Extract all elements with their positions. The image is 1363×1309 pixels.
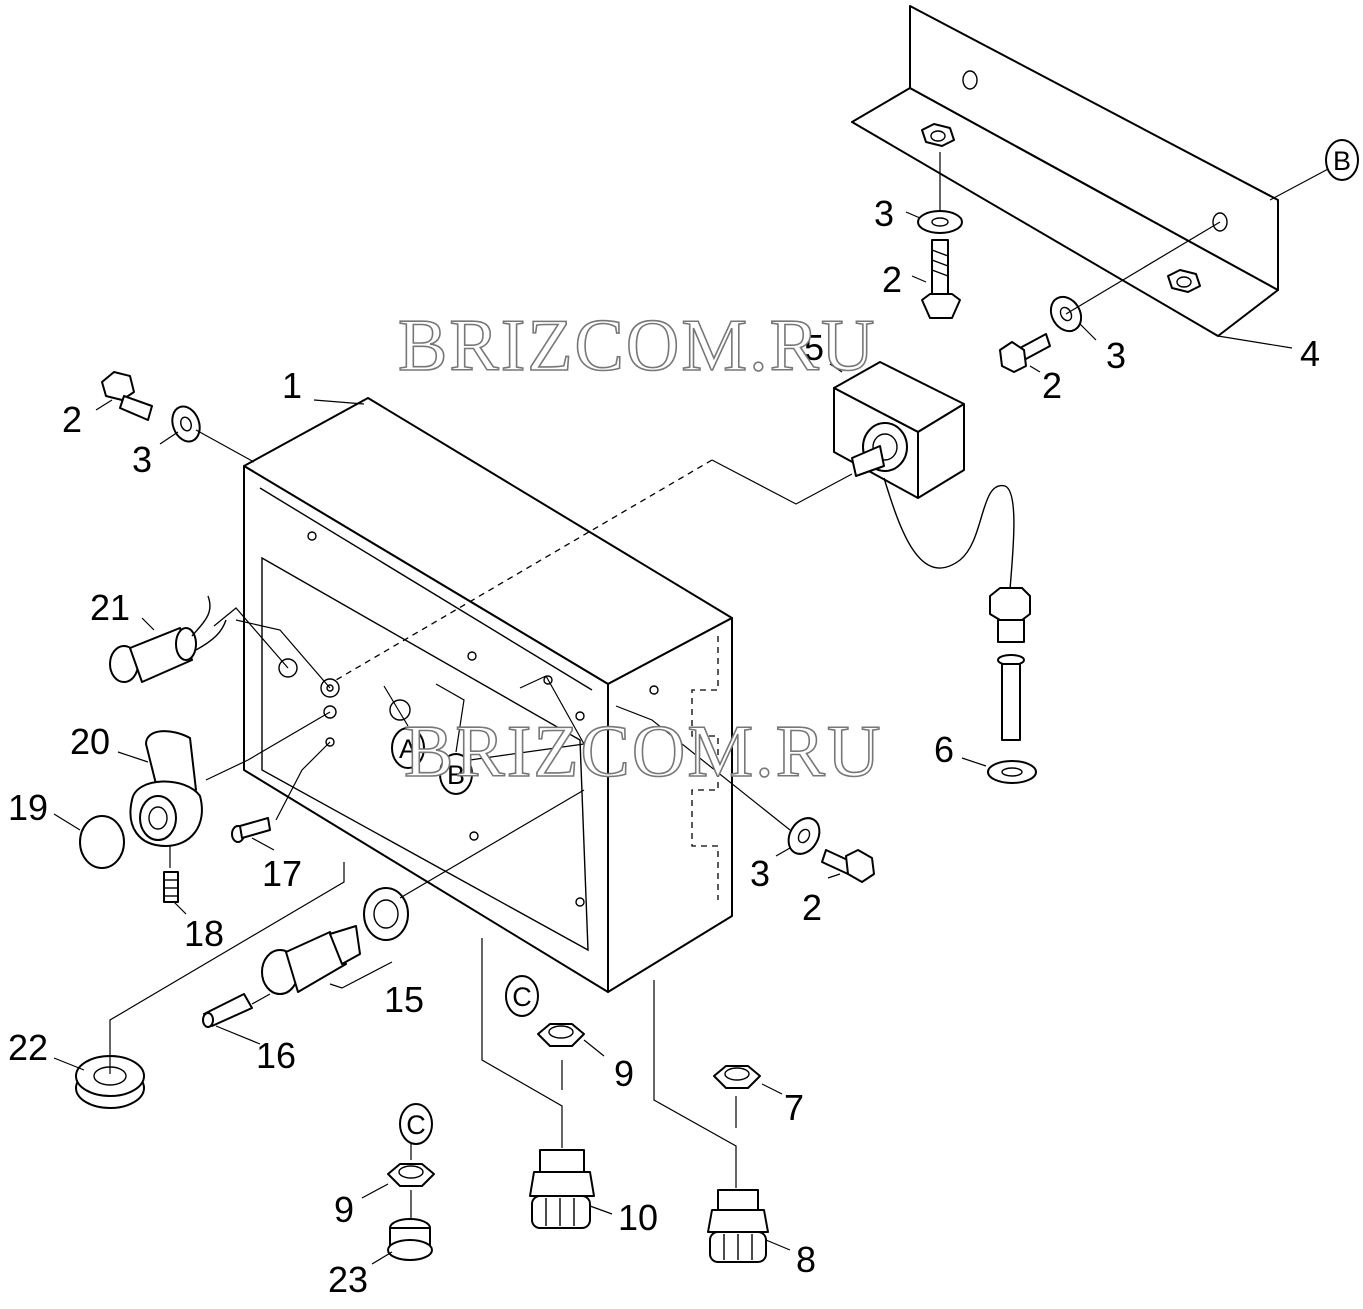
fuse-holder (261, 887, 409, 995)
bolt (999, 333, 1051, 373)
screw (231, 817, 271, 843)
motor-unit (833, 361, 1037, 784)
cable-gland (529, 1149, 595, 1229)
callout-number: 5 (804, 327, 824, 368)
blanking-plug (387, 1218, 433, 1261)
callout-number: 2 (1042, 365, 1062, 406)
lock-nut (387, 1163, 435, 1187)
washer (917, 210, 963, 234)
tag-label: C (512, 982, 532, 1012)
cable-gland (707, 1189, 769, 1263)
lock-nut (713, 1065, 761, 1089)
callout-number: 19 (8, 787, 48, 828)
tag-label: A (399, 734, 417, 764)
callout-number: 20 (70, 721, 110, 762)
callout-number: 16 (256, 1035, 296, 1076)
callout-number: 1 (282, 365, 302, 406)
cable-grommet (75, 1055, 145, 1109)
callout-number: 17 (262, 853, 302, 894)
reference-tag-b: B (1325, 139, 1359, 181)
callout-number: 2 (802, 887, 822, 928)
callout-number: 2 (62, 399, 82, 440)
callout-number: 3 (132, 439, 152, 480)
selector-knob (129, 730, 203, 847)
washer (787, 817, 821, 855)
reference-tag-c: C (399, 1103, 433, 1145)
callout-number: 3 (874, 193, 894, 234)
tag-label: C (406, 1110, 426, 1140)
callout-labels: 1 2 3 2 3 2 3 4 5 6 3 2 21 20 19 18 17 1… (8, 193, 1320, 1300)
callout-number: 3 (1106, 335, 1126, 376)
pilot-lamp (109, 595, 227, 683)
cap (79, 815, 125, 869)
callout-number: 7 (784, 1087, 804, 1128)
watermark-text: BRIZCOM.RU (398, 305, 876, 387)
set-screw (163, 871, 179, 903)
bolt (921, 239, 961, 319)
watermark-text: BRIZCOM.RU (404, 711, 882, 793)
callout-number: 9 (614, 1053, 634, 1094)
callout-number: 22 (8, 1027, 48, 1068)
callout-number: 10 (618, 1197, 658, 1238)
callout-number: 18 (184, 913, 224, 954)
reference-tag-a: A (391, 727, 425, 769)
callout-number: 9 (334, 1189, 354, 1230)
callout-number: 4 (1300, 333, 1320, 374)
callout-number: 6 (934, 729, 954, 770)
enclosure-box (243, 397, 733, 993)
callout-number: 3 (750, 853, 770, 894)
bolt (821, 849, 875, 883)
reference-tag-b: B (439, 753, 473, 795)
callout-number: 2 (882, 259, 902, 300)
tag-label: B (447, 760, 465, 790)
callout-leaders (53, 167, 1331, 1265)
fuse (202, 993, 253, 1028)
callout-number: 8 (796, 1239, 816, 1280)
callout-number: 15 (384, 979, 424, 1020)
callout-number: 21 (90, 587, 130, 628)
bolt (101, 371, 153, 421)
mounting-bracket (851, 5, 1279, 337)
lock-nut (537, 1023, 585, 1047)
tag-label: B (1333, 146, 1351, 176)
reference-tag-c: C (505, 975, 539, 1017)
callout-number: 23 (328, 1259, 368, 1300)
washer (171, 405, 201, 443)
